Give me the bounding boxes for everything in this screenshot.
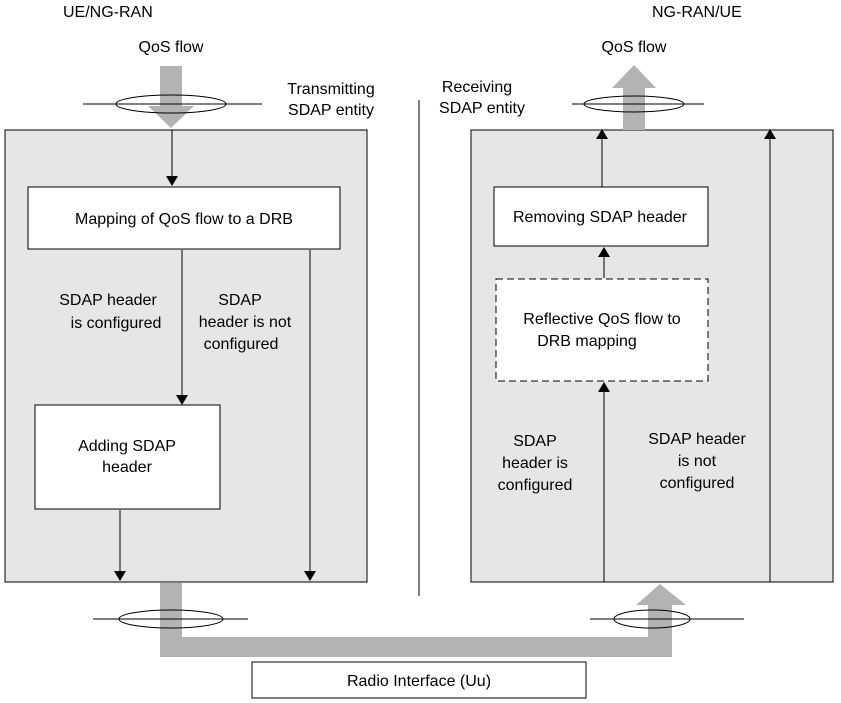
radio-interface-label: Radio Interface (Uu) <box>347 673 491 690</box>
left-not-configured-line1: SDAP <box>218 292 262 309</box>
reflective-mapping-box <box>495 278 709 382</box>
radio-interface-box <box>251 661 587 699</box>
receiving-label-line2: SDAP entity <box>439 100 525 117</box>
reflective-box-line2: DRB mapping <box>537 333 637 350</box>
left-top-radio-bearer <box>83 94 262 114</box>
right-title: NG-RAN/UE <box>652 4 742 21</box>
left-qos-flow-arrow <box>148 66 194 128</box>
left-not-configured-line2: header is not <box>199 314 292 331</box>
adding-sdap-header-box <box>34 404 221 510</box>
left-title: UE/NG-RAN <box>63 4 153 21</box>
removing-box-label: Removing SDAP header <box>513 209 688 226</box>
reflective-box-line1: Reflective QoS flow to <box>523 311 681 328</box>
radio-interface-path <box>160 583 686 657</box>
right-bottom-radio-bearer <box>590 609 744 629</box>
right-configured-line1: SDAP <box>513 433 557 450</box>
mapping-box <box>27 186 341 250</box>
right-not-configured-line2: is not <box>678 453 717 470</box>
removing-sdap-header-box <box>493 186 709 247</box>
left-configured-line2: is configured <box>71 315 162 332</box>
right-not-configured-line1: SDAP header <box>648 431 746 448</box>
adding-box-line1: Adding SDAP <box>78 438 176 455</box>
mapping-box-label: Mapping of QoS flow to a DRB <box>75 211 293 228</box>
right-configured-line2: header is <box>502 455 568 472</box>
left-qos-flow-label: QoS flow <box>139 39 204 56</box>
right-qos-flow-arrow <box>612 65 656 130</box>
receiving-label-line1: Receiving <box>442 79 512 96</box>
left-bottom-radio-bearer <box>93 609 248 629</box>
left-not-configured-line3: configured <box>204 336 279 353</box>
transmitting-label-line1: Transmitting <box>287 81 374 98</box>
right-configured-line3: configured <box>498 477 573 494</box>
right-top-radio-bearer <box>572 95 704 113</box>
right-qos-flow-label: QoS flow <box>602 39 667 56</box>
left-configured-line1: SDAP header <box>59 292 157 309</box>
right-not-configured-line3: configured <box>660 475 735 492</box>
transmitting-label-line2: SDAP entity <box>288 102 374 119</box>
adding-box-line2: header <box>102 459 152 476</box>
